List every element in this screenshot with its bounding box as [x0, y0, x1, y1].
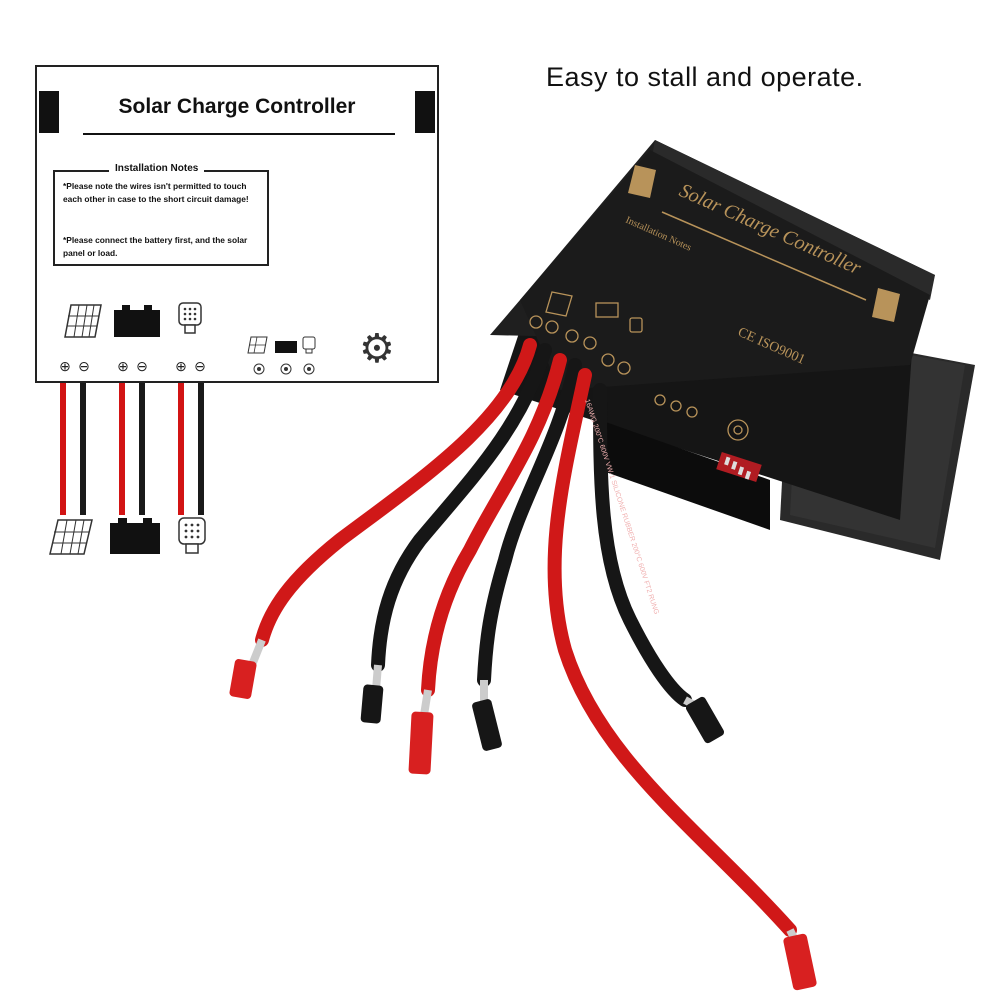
wiring-diagram: Solar Charge Controller Installation Not…	[35, 65, 439, 383]
solar-panel-bottom-icon	[49, 519, 93, 555]
load-black-wire	[198, 383, 204, 515]
corner-block-left	[39, 91, 59, 133]
gear-icon: ⚙	[359, 327, 395, 371]
gold-corner-right	[872, 288, 900, 322]
device-terminal-icons	[529, 291, 749, 441]
cable-red-1	[255, 338, 537, 647]
battery-negative-terminal: ⊖	[136, 358, 148, 374]
solar-red-wire	[60, 383, 66, 515]
installation-notes-box: Installation Notes *Please note the wire…	[53, 163, 269, 266]
lamp-icon	[178, 302, 202, 334]
cable-black-1	[371, 343, 552, 672]
cable-black-3	[593, 383, 692, 707]
cable-red-2	[421, 353, 567, 697]
caption-text: Easy to stall and operate.	[546, 62, 864, 92]
cable-black-2	[477, 358, 582, 687]
load-red-wire	[178, 383, 184, 515]
solar-negative-terminal: ⊖	[78, 358, 90, 374]
load-positive-terminal: ⊕	[175, 358, 187, 374]
battery-bottom-icon	[110, 518, 160, 554]
battery-red-wire	[119, 383, 125, 515]
corner-block-right	[415, 91, 435, 133]
note-1: *Please note the wires isn't permitted t…	[63, 181, 249, 204]
status-indicator-icons	[247, 336, 316, 375]
battery-black-wire	[139, 383, 145, 515]
dip-switch-levers	[724, 456, 752, 480]
solar-panel-icon	[64, 304, 102, 338]
note-2: *Please connect the battery first, and t…	[63, 235, 248, 258]
solar-black-wire	[80, 383, 86, 515]
load-negative-terminal: ⊖	[194, 358, 206, 374]
solar-positive-terminal: ⊕	[59, 358, 71, 374]
cable-red-long	[547, 368, 797, 937]
cable-tips	[229, 638, 817, 991]
title-divider	[83, 133, 395, 135]
notes-heading: Installation Notes	[109, 163, 205, 174]
battery-positive-terminal: ⊕	[117, 358, 129, 374]
battery-icon	[114, 305, 160, 337]
gold-corner-left	[628, 165, 656, 198]
diagram-title: Solar Charge Controller	[118, 95, 356, 118]
lamp-bottom-icon	[178, 517, 206, 554]
